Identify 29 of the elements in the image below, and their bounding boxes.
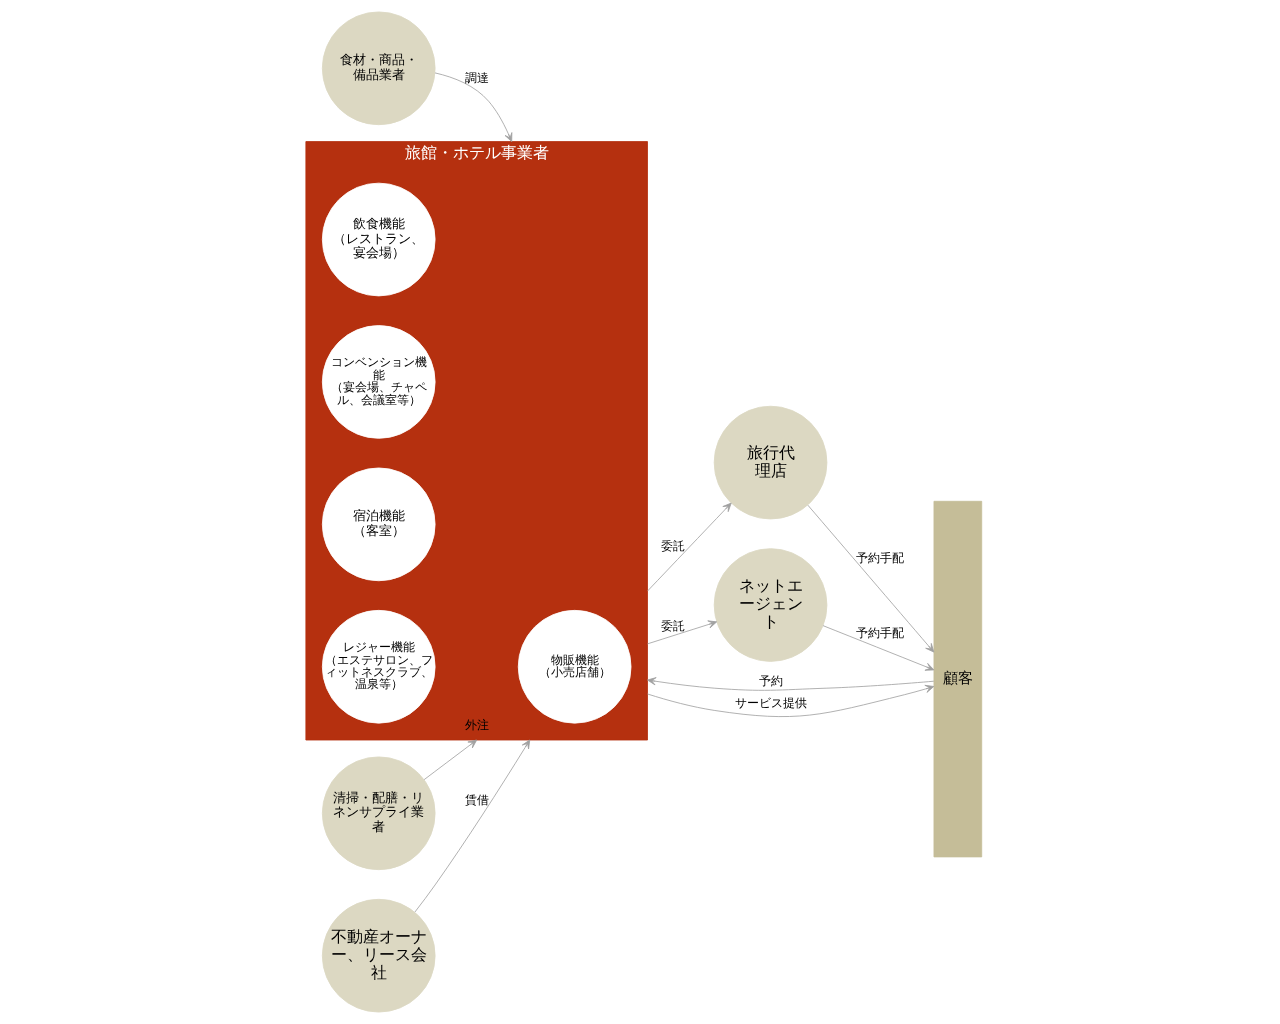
edge-label: 予約手配 (855, 626, 904, 641)
node-circle: 食材・商品・備品業者 (321, 11, 436, 126)
edge-label: 賃借 (464, 793, 489, 808)
arrow (414, 739, 530, 913)
edge-label: 委託 (660, 539, 685, 554)
edge-label: 調達 (464, 70, 489, 85)
edge-label: 予約 (758, 674, 783, 689)
arrow (806, 504, 934, 653)
node-circle: 宿泊機能 （客室） (321, 467, 436, 582)
node-circle: 清掃・配膳・リネンサプライ業者 (321, 756, 436, 871)
edge-label: 委託 (660, 618, 685, 633)
node-circle: 飲食機能 （レストラン、宴会場） (321, 182, 436, 297)
arrow (646, 620, 717, 645)
arrow (822, 625, 934, 671)
edge-label: 予約手配 (855, 550, 904, 565)
arrow (646, 684, 934, 717)
arrow (646, 502, 732, 592)
node-circle: レジャー機能 （エステサロン、フィットネスクラブ、温泉等） (321, 609, 436, 724)
edge-label: 外注 (464, 717, 489, 732)
node-box: 顧客 (933, 500, 982, 858)
node-circle: ネットエージェント (713, 548, 827, 662)
arrow (434, 72, 512, 142)
node-circle: 不動産オーナー、リース会社 (321, 898, 436, 1013)
node-circle: コンベンション機能 （宴会場、チャペル、会議室等） (321, 325, 436, 439)
arrow (646, 677, 934, 691)
arrow (423, 739, 477, 781)
node-circle: 物販機能 （小売店舗） (517, 609, 631, 724)
node-circle: 旅行代理店 (713, 405, 827, 520)
edge-label: サービス提供 (734, 696, 807, 711)
